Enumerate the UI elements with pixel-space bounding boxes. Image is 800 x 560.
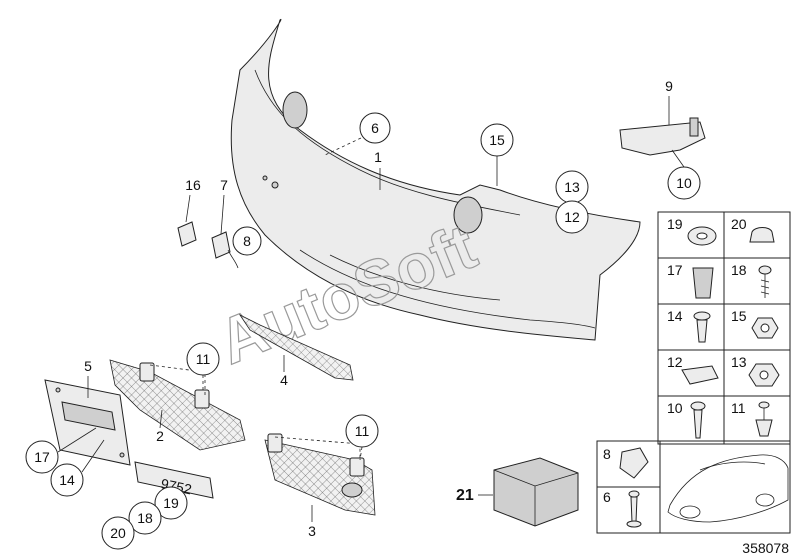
svg-text:13: 13 [731,354,747,370]
svg-text:11: 11 [355,423,370,439]
callout-16: 16 [185,177,201,223]
diagram-id: 358078 [742,540,789,556]
grommet-icon [692,267,714,299]
push-rivet-icon [693,311,711,321]
callout-8: 8 [232,226,262,256]
callout-3: 3 [308,505,316,539]
svg-text:14: 14 [59,472,75,488]
svg-text:20: 20 [110,525,126,541]
svg-text:11: 11 [731,400,746,416]
lower-grille-part [264,433,376,516]
svg-text:16: 16 [185,177,201,193]
svg-text:10: 10 [667,400,683,416]
svg-text:14: 14 [667,308,683,324]
svg-text:6: 6 [371,120,379,136]
callout-14: 14 [50,439,105,497]
svg-text:8: 8 [243,233,251,249]
grille-part [109,359,246,451]
svg-text:19: 19 [163,495,179,511]
callout-11-bottom: 11 [345,414,379,461]
svg-text:12: 12 [667,354,683,370]
bracket-part [619,117,706,156]
svg-text:10: 10 [676,175,692,191]
callout-20: 20 [101,516,135,550]
front-bumper-trim-panel [230,18,641,341]
svg-text:18: 18 [137,510,153,526]
svg-text:18: 18 [731,262,747,278]
svg-text:3: 3 [308,523,316,539]
car-silhouette [667,454,789,523]
svg-text:19: 19 [667,216,683,232]
callout-4: 4 [280,355,288,388]
callout-13: 13 [555,170,589,204]
svg-text:2: 2 [156,428,164,444]
callout-9: 9 [665,78,673,125]
svg-text:8: 8 [603,446,611,462]
callout-11-top: 11 [186,342,220,392]
callout-15: 15 [480,123,514,186]
svg-text:21: 21 [456,487,474,504]
licence-plate-sticker: 9752 [134,461,214,499]
svg-text:20: 20 [731,216,747,232]
parts-grid: 19 20 17 18 14 15 12 13 10 11 [657,211,791,445]
svg-text:17: 17 [667,262,683,278]
car-detail-box: 8 6 [596,440,791,534]
cap-icon [749,227,775,243]
callout-19: 19 [154,486,188,520]
svg-text:5: 5 [84,358,92,374]
tow-hook-cover [177,221,197,247]
pin-icon [628,490,640,498]
svg-text:1: 1 [374,149,382,165]
clip-nut-icon [681,365,719,385]
svg-text:15: 15 [731,308,747,324]
strip-part [238,313,354,381]
svg-text:7: 7 [220,177,228,193]
svg-text:9: 9 [665,78,673,94]
licence-plate-base [44,379,131,466]
part-21-box: 21 [456,457,579,527]
bracket-clip-icon [619,447,649,479]
callout-17: 17 [25,427,97,474]
expanding-rivet-icon [690,401,706,411]
callout-1: 1 [374,149,382,190]
plug-rivet-icon [758,401,770,409]
svg-text:15: 15 [489,132,505,148]
callout-6: 6 [324,112,391,156]
callout-5: 5 [84,358,92,398]
callout-18: 18 [128,501,162,535]
callout-7: 7 [220,177,228,235]
svg-text:4: 4 [280,372,288,388]
callout-12: 12 [555,200,589,234]
screw-icon [758,265,772,275]
callout-10: 10 [667,149,701,200]
svg-text:6: 6 [603,489,611,505]
svg-text:11: 11 [196,351,211,367]
svg-text:12: 12 [564,209,580,225]
svg-text:13: 13 [564,179,580,195]
callout-2: 2 [156,409,164,444]
svg-text:17: 17 [34,449,50,465]
